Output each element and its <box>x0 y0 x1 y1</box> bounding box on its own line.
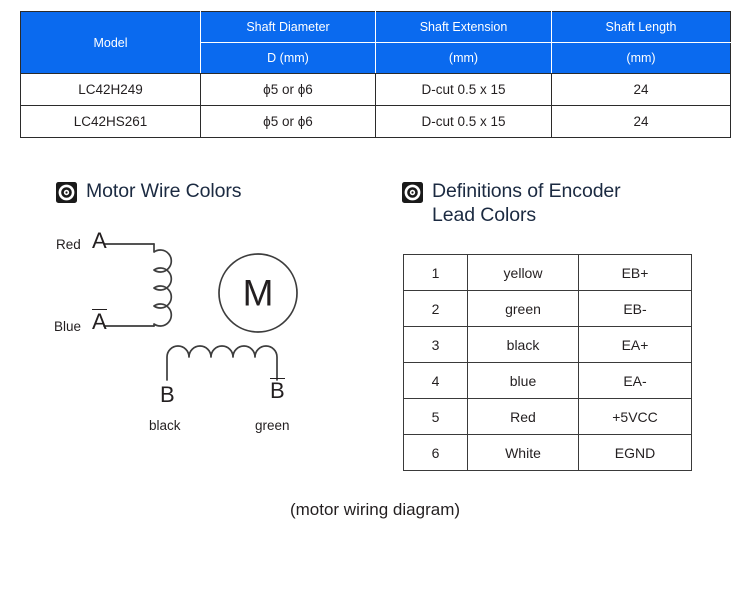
spec-header-row-1: Model Shaft Diameter Shaft Extension Sha… <box>20 11 731 74</box>
encoder-cell-color: White <box>467 434 579 471</box>
spec-header-shaft-diameter: Shaft Diameter <box>200 11 376 43</box>
spec-cell-model: LC42H249 <box>20 73 201 106</box>
spec-header-model: Model <box>20 11 201 74</box>
phase-b-wire-color-label: black <box>149 418 181 433</box>
table-row: LC42HS261 ϕ5 or ϕ6 D-cut 0.5 x 15 24 <box>20 105 731 138</box>
phase-a-terminal-label: A <box>92 228 107 253</box>
wiring-schematic-graphics: M <box>103 243 298 381</box>
table-row: 1 yellow EB+ <box>403 254 692 291</box>
motor-circle-symbol <box>218 253 298 333</box>
spec-cell-shaft-length: 24 <box>551 73 731 106</box>
target-bullet-icon <box>56 182 77 203</box>
spec-cell-shaft-diameter: ϕ5 or ϕ6 <box>200 105 376 138</box>
encoder-cell-color: black <box>467 326 579 363</box>
encoder-cell-color: yellow <box>467 254 579 291</box>
encoder-lead-colors-heading: Definitions of Encoder Lead Colors <box>402 180 702 228</box>
spec-cell-shaft-length: 24 <box>551 105 731 138</box>
encoder-title-line-1: Definitions of Encoder <box>432 180 621 202</box>
table-row: 2 green EB- <box>403 290 692 327</box>
motor-symbol-letter: M <box>243 273 274 314</box>
spec-subheader-length-unit: (mm) <box>551 42 731 74</box>
figure-caption: (motor wiring diagram) <box>289 500 461 519</box>
encoder-cell-color: Red <box>467 398 579 435</box>
encoder-cell-pin: 5 <box>403 398 468 435</box>
phase-b-bar-terminal-label: B <box>270 378 285 403</box>
encoder-cell-signal: EB+ <box>578 254 692 291</box>
encoder-cell-signal: EB- <box>578 290 692 327</box>
encoder-cell-pin: 3 <box>403 326 468 363</box>
table-row: 6 White EGND <box>403 434 692 471</box>
spec-cell-model: LC42HS261 <box>20 105 201 138</box>
encoder-lead-colors-table: 1 yellow EB+ 2 green EB- 3 black EA+ 4 b… <box>403 254 692 471</box>
encoder-cell-signal: +5VCC <box>578 398 692 435</box>
encoder-cell-pin: 6 <box>403 434 468 471</box>
phase-a-bar-wire-color-label: Blue <box>54 319 82 334</box>
motor-wire-colors-heading: Motor Wire Colors <box>56 180 242 204</box>
spec-cell-shaft-extension: D-cut 0.5 x 15 <box>375 73 552 106</box>
table-row: LC42H249 ϕ5 or ϕ6 D-cut 0.5 x 15 24 <box>20 73 731 106</box>
phase-a-coil <box>153 243 173 327</box>
encoder-cell-pin: 4 <box>403 362 468 399</box>
motor-wiring-schematic: M Red A Blue A B black B green <box>54 228 386 457</box>
spec-header-shaft-extension: Shaft Extension <box>375 11 552 43</box>
encoder-lead-colors-title: Definitions of Encoder Lead Colors <box>432 180 621 228</box>
encoder-cell-color: blue <box>467 362 579 399</box>
phase-a-bar-terminal-label: A <box>92 309 107 334</box>
table-row: 3 black EA+ <box>403 326 692 363</box>
encoder-cell-signal: EA- <box>578 362 692 399</box>
encoder-cell-pin: 2 <box>403 290 468 327</box>
encoder-cell-pin: 1 <box>403 254 468 291</box>
encoder-cell-signal: EGND <box>578 434 692 471</box>
encoder-cell-color: green <box>467 290 579 327</box>
phase-a-wire-color-label: Red <box>56 237 81 252</box>
spec-cell-shaft-diameter: ϕ5 or ϕ6 <box>200 73 376 106</box>
phase-b-bar-wire-color-label: green <box>255 418 290 433</box>
target-bullet-icon <box>402 182 423 203</box>
phase-b-coil <box>166 345 278 381</box>
table-row: 4 blue EA- <box>403 362 692 399</box>
shaft-spec-table: Model Shaft Diameter Shaft Extension Sha… <box>20 11 731 138</box>
spec-header-shaft-length: Shaft Length <box>551 11 731 43</box>
spec-subheader-diameter-unit: D (mm) <box>200 42 376 74</box>
encoder-title-line-2: Lead Colors <box>432 203 537 226</box>
spec-header-row-2: D (mm) (mm) (mm) <box>21 42 731 74</box>
motor-wire-colors-title: Motor Wire Colors <box>86 180 242 202</box>
phase-b-terminal-label: B <box>160 382 175 407</box>
table-row: 5 Red +5VCC <box>403 398 692 435</box>
spec-subheader-extension-unit: (mm) <box>375 42 552 74</box>
spec-cell-shaft-extension: D-cut 0.5 x 15 <box>375 105 552 138</box>
encoder-cell-signal: EA+ <box>578 326 692 363</box>
